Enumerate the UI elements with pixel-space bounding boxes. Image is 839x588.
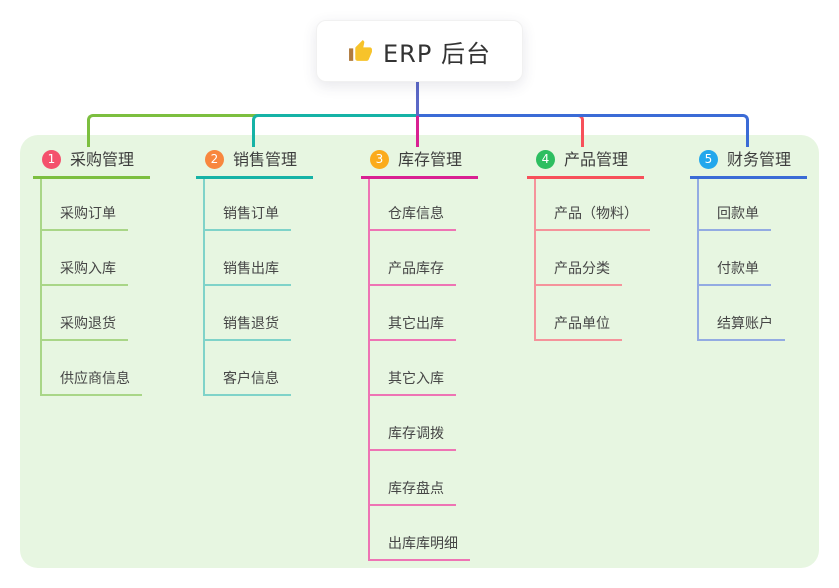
child-node[interactable]: 采购退货 (42, 286, 128, 341)
branch-children: 产品（物料）产品分类产品单位 (534, 179, 650, 341)
branch-1: 1 采购管理采购订单采购入库采购退货供应商信息 (33, 148, 151, 396)
branch-3: 3 库存管理仓库信息产品库存其它出库其它入库库存调拨库存盘点出库库明细 (361, 148, 479, 561)
child-node[interactable]: 库存调拨 (370, 396, 456, 451)
branch-node-1[interactable]: 1 采购管理 (33, 148, 151, 179)
connector-branch-2 (252, 114, 419, 147)
child-node[interactable]: 其它入库 (370, 341, 456, 396)
child-node[interactable]: 采购订单 (42, 179, 128, 231)
branch-children: 回款单付款单结算账户 (697, 179, 785, 341)
child-node[interactable]: 库存盘点 (370, 451, 456, 506)
branch-number-badge: 1 (42, 150, 61, 169)
branch-title: 产品管理 (564, 150, 629, 169)
branch-children: 采购订单采购入库采购退货供应商信息 (40, 179, 142, 396)
child-node[interactable]: 客户信息 (205, 341, 291, 396)
child-node[interactable]: 产品（物料） (536, 179, 650, 231)
branch-title: 库存管理 (398, 150, 463, 169)
connector-branch-3 (416, 116, 419, 147)
branch-2: 2 销售管理销售订单销售出库销售退货客户信息 (196, 148, 314, 396)
connector-branch-5 (417, 114, 749, 147)
child-node[interactable]: 产品单位 (536, 286, 622, 341)
branch-number-badge: 2 (205, 150, 224, 169)
child-node[interactable]: 供应商信息 (42, 341, 142, 396)
branch-5: 5 财务管理回款单付款单结算账户 (690, 148, 808, 341)
branch-node-2[interactable]: 2 销售管理 (196, 148, 314, 179)
branch-children: 销售订单销售出库销售退货客户信息 (203, 179, 291, 396)
branch-4: 4 产品管理产品（物料）产品分类产品单位 (527, 148, 650, 341)
branch-number-badge: 4 (536, 150, 555, 169)
root-node[interactable]: ERP 后台 (316, 20, 523, 82)
thumbs-up-icon (348, 39, 373, 64)
child-node[interactable]: 产品分类 (536, 231, 622, 286)
branch-title: 采购管理 (70, 150, 135, 169)
root-stem-line (416, 82, 419, 116)
child-node[interactable]: 结算账户 (699, 286, 785, 341)
child-node[interactable]: 采购入库 (42, 231, 128, 286)
child-node[interactable]: 销售订单 (205, 179, 291, 231)
child-node[interactable]: 付款单 (699, 231, 771, 286)
branch-title: 销售管理 (233, 150, 298, 169)
child-node[interactable]: 产品库存 (370, 231, 456, 286)
branch-number-badge: 3 (370, 150, 389, 169)
root-title: ERP 后台 (383, 39, 491, 68)
branch-children: 仓库信息产品库存其它出库其它入库库存调拨库存盘点出库库明细 (368, 179, 470, 561)
branch-number-badge: 5 (699, 150, 718, 169)
child-node[interactable]: 销售退货 (205, 286, 291, 341)
branch-node-3[interactable]: 3 库存管理 (361, 148, 479, 179)
child-node[interactable]: 销售出库 (205, 231, 291, 286)
child-node[interactable]: 出库库明细 (370, 506, 470, 561)
mindmap-panel (20, 135, 819, 568)
branch-node-5[interactable]: 5 财务管理 (690, 148, 808, 179)
branch-node-4[interactable]: 4 产品管理 (527, 148, 645, 179)
branch-title: 财务管理 (727, 150, 792, 169)
child-node[interactable]: 回款单 (699, 179, 771, 231)
child-node[interactable]: 仓库信息 (370, 179, 456, 231)
child-node[interactable]: 其它出库 (370, 286, 456, 341)
